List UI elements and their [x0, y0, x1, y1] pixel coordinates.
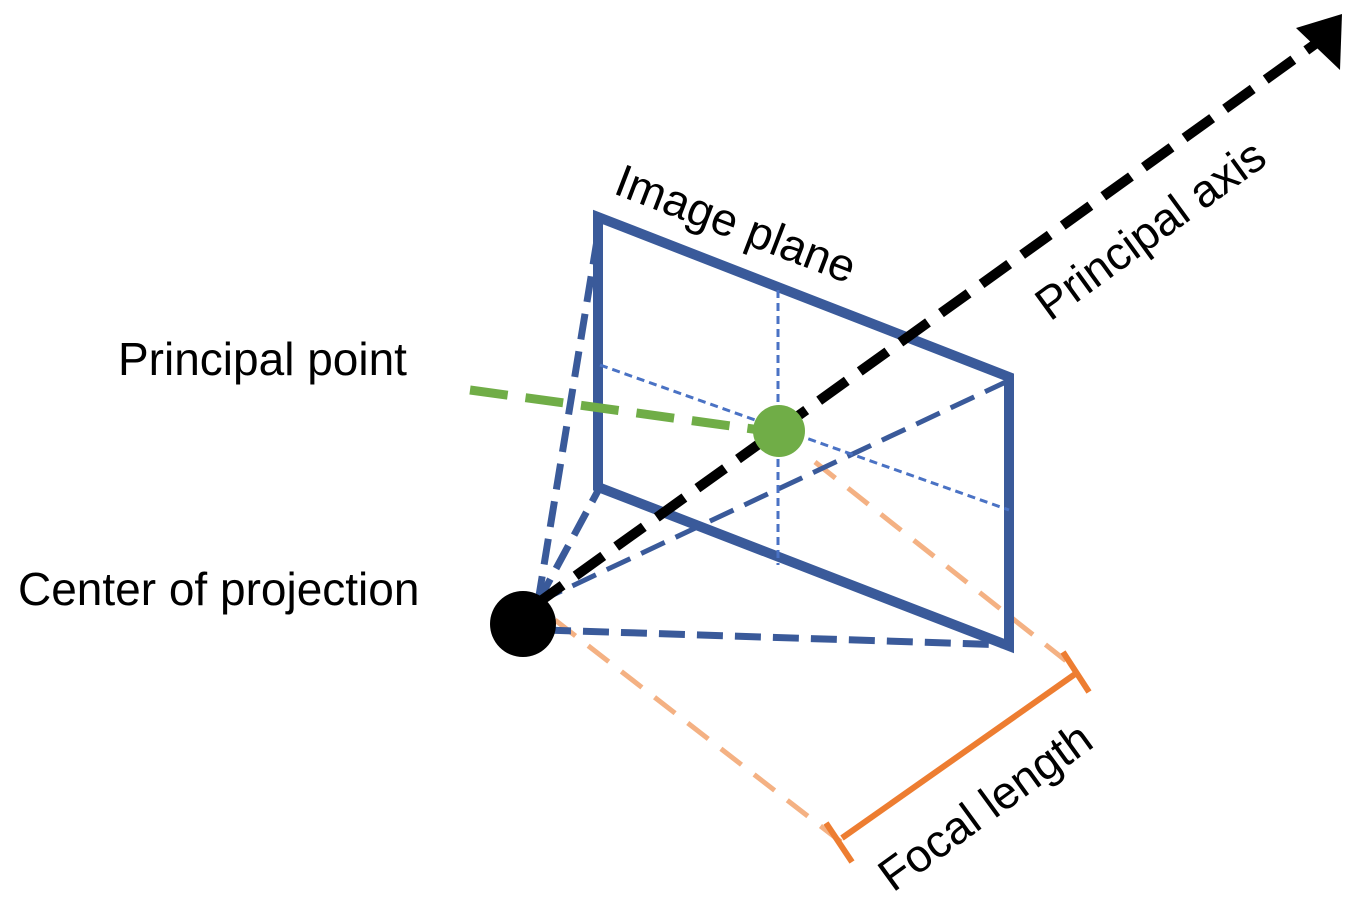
frustum-edge-top-left	[534, 221, 604, 603]
center-of-projection-label: Center of projection	[18, 563, 419, 615]
image-plane	[593, 209, 1014, 654]
focal-length-tick-near	[823, 821, 855, 864]
focal-extension-line-near	[553, 618, 847, 847]
frustum-edge-bottom-left	[534, 485, 604, 604]
focal-length-bar	[840, 669, 1080, 841]
center-of-projection-dot	[490, 591, 556, 657]
principal-point-dot	[753, 405, 805, 457]
image-plane-horizontal-centerline	[599, 363, 1010, 512]
focal-extension-line-far	[813, 460, 1077, 670]
principal-axis-arrow	[532, 37, 1321, 610]
principal-axis-arrowhead	[1296, 14, 1342, 70]
frustum-edge-top-right	[536, 377, 1012, 605]
focal-length-tick-far	[1060, 650, 1092, 694]
principal-point-label: Principal point	[118, 333, 407, 385]
principal-point-leader	[469, 385, 761, 435]
frustum-edge-bottom-right	[544, 626, 1011, 649]
